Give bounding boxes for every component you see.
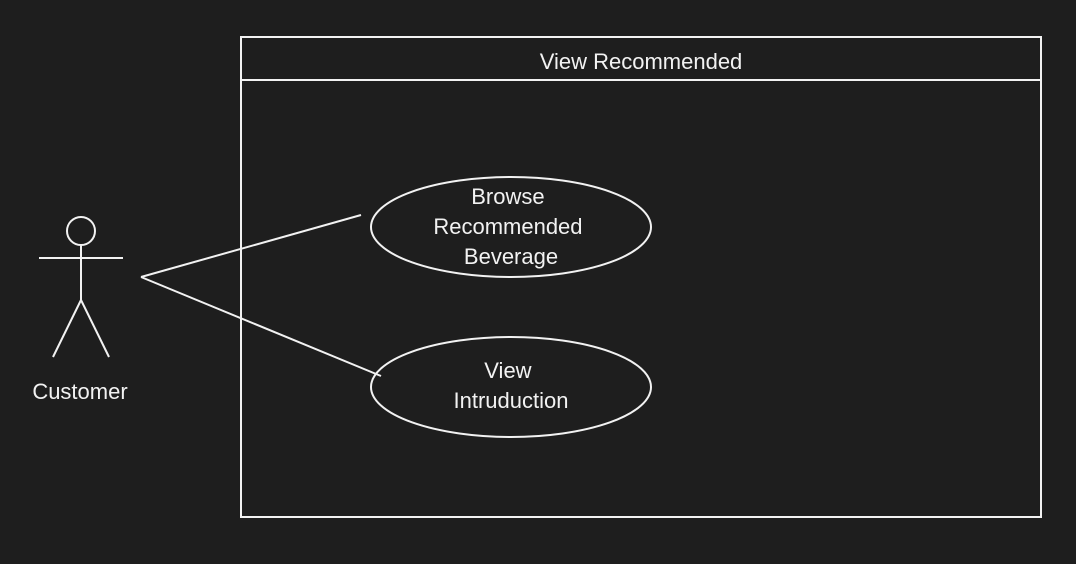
system-boundary[interactable]: View Recommended — [240, 36, 1042, 518]
use-case-view-introduction[interactable]: View Intruduction — [370, 336, 652, 438]
use-case-label: View Intruduction — [454, 358, 569, 413]
system-title: View Recommended — [540, 49, 743, 74]
stick-figure-icon — [39, 216, 123, 358]
association-line-browse — [140, 214, 362, 278]
use-case-label: Browse Recommended Beverage — [433, 184, 588, 269]
association-line-intro — [140, 276, 382, 377]
use-case-browse-recommended-beverage[interactable]: Browse Recommended Beverage — [370, 176, 652, 278]
actor-customer[interactable]: Customer — [32, 216, 128, 404]
actor-label: Customer — [32, 379, 127, 404]
